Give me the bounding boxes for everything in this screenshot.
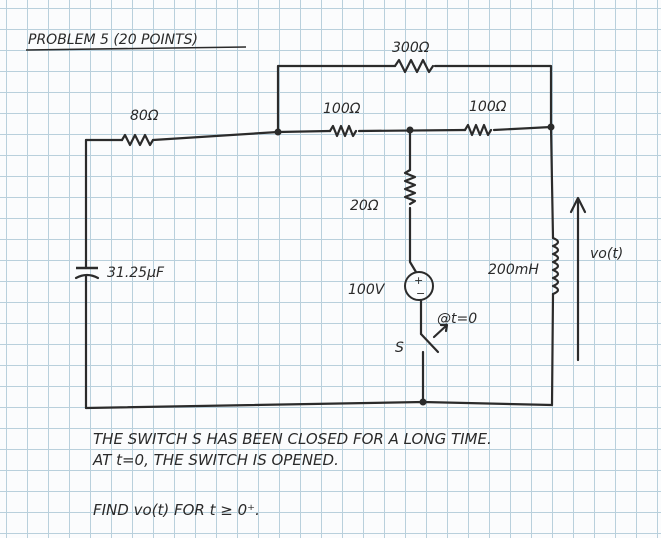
resistor-80 xyxy=(120,133,155,147)
wire-vert-mid xyxy=(408,206,418,274)
resistor-20-label: 20Ω xyxy=(350,198,379,214)
inductor xyxy=(551,236,560,296)
title-underline xyxy=(25,46,247,51)
resistor-300 xyxy=(393,58,435,74)
source-plus-sign: + xyxy=(414,274,423,287)
capacitor-plate-bottom xyxy=(74,273,100,280)
source-label: 100V xyxy=(348,282,386,298)
resistor-100-right xyxy=(463,123,493,137)
resistor-100-right-label: 100Ω xyxy=(469,99,507,115)
resistor-100-left-label: 100Ω xyxy=(323,101,361,117)
wire-right-upper xyxy=(549,125,555,240)
wire-top-right xyxy=(433,64,553,129)
problem-title: PROBLEM 5 (20 POINTS) xyxy=(28,32,198,48)
switch-time-label: @t=0 xyxy=(437,311,477,327)
wire-mid-1 xyxy=(151,129,332,142)
source-minus-sign: − xyxy=(416,287,425,300)
resistor-80-label: 80Ω xyxy=(130,108,159,124)
wire-mid-3 xyxy=(492,125,553,132)
switch-blade xyxy=(419,332,440,354)
note-line-2: AT t=0, THE SWITCH IS OPENED. xyxy=(92,451,339,469)
note-line-3: FIND vo(t) FOR t ≥ 0⁺. xyxy=(93,501,260,519)
resistor-100-left xyxy=(328,124,358,138)
output-arrow-head xyxy=(569,196,587,214)
resistor-20 xyxy=(403,168,417,206)
inductor-label: 200mH xyxy=(488,262,539,278)
capacitor-label: 31.25μF xyxy=(107,265,165,281)
wire-top-left xyxy=(276,64,397,134)
resistor-300-label: 300Ω xyxy=(392,40,430,56)
wire-bottom xyxy=(84,400,554,410)
wire-right-lower xyxy=(550,292,555,407)
node-a xyxy=(274,128,282,136)
switch-label: S xyxy=(395,340,404,356)
voltage-source xyxy=(404,271,434,301)
switch-arrow xyxy=(432,323,449,339)
output-label: vo(t) xyxy=(590,246,623,262)
note-line-1: THE SWITCH S HAS BEEN CLOSED FOR A LONG … xyxy=(93,430,492,448)
